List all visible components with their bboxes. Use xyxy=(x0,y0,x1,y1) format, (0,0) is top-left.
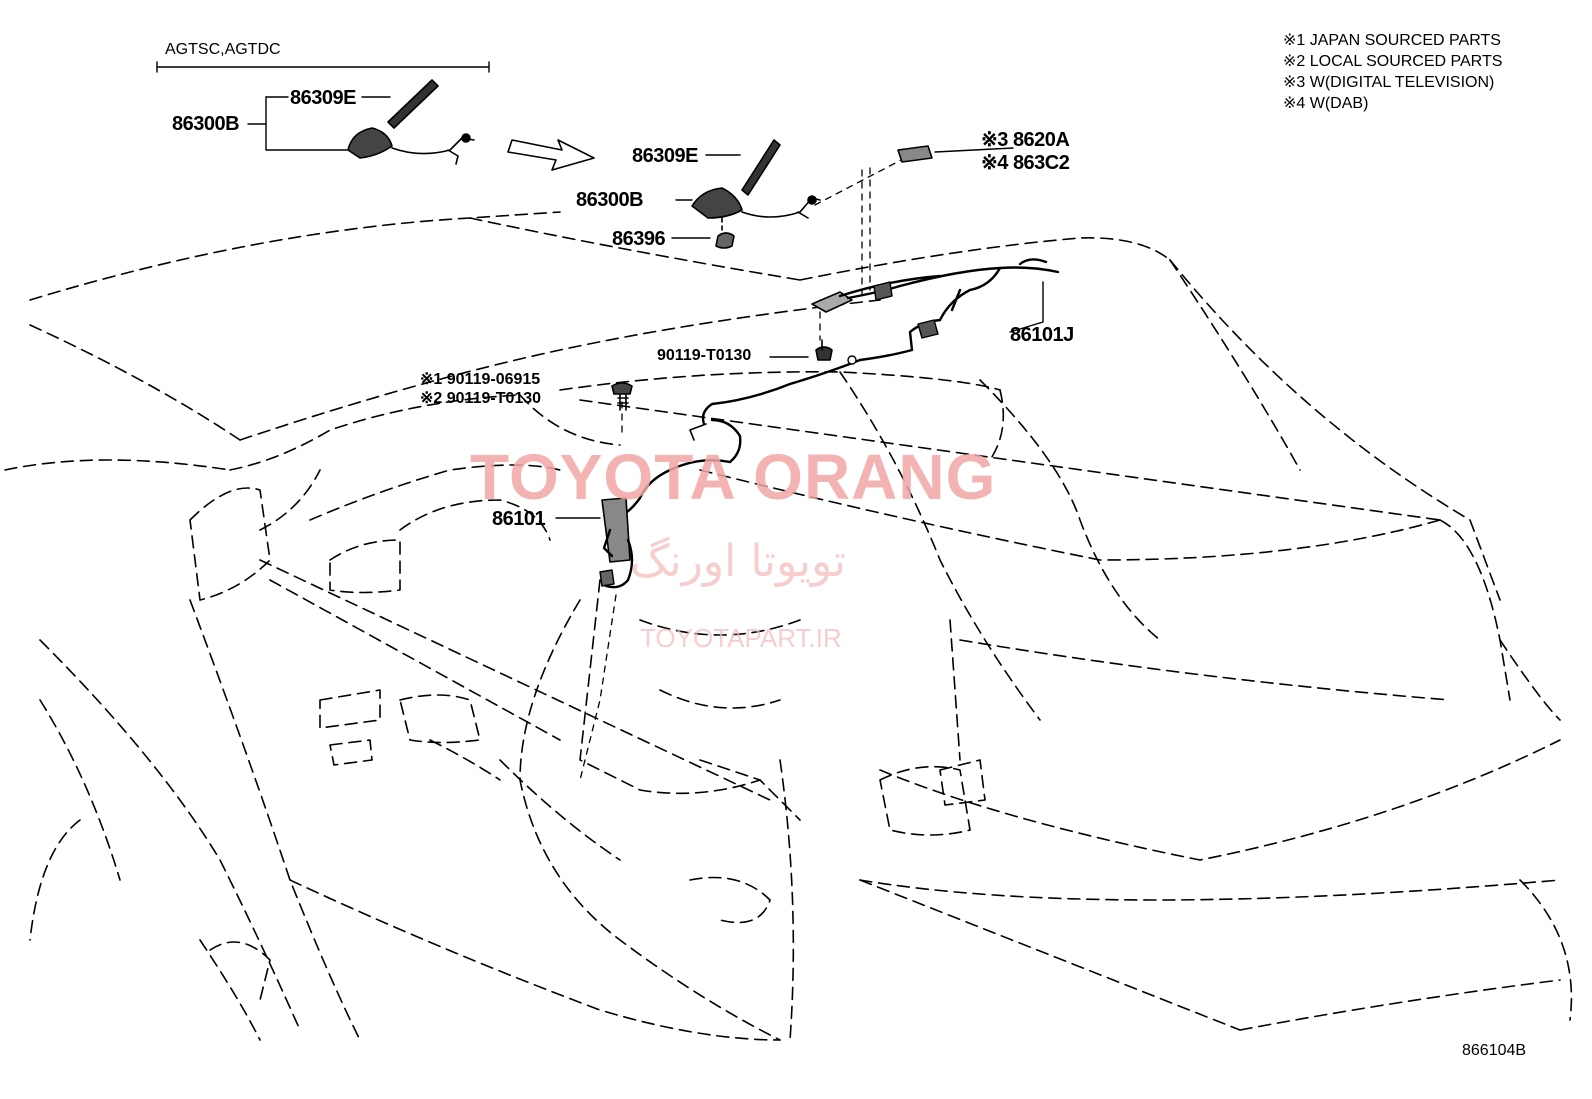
direction-arrow xyxy=(507,139,595,171)
vehicle-outline xyxy=(4,211,1573,1041)
part-label-86309e-top[interactable]: 86309E xyxy=(290,87,356,109)
part-label-8620a[interactable]: ※3 8620A xyxy=(981,129,1070,151)
variant-label: AGTSC,AGTDC xyxy=(165,41,281,58)
part-label-90119-t0130[interactable]: 90119-T0130 xyxy=(657,347,752,364)
part-label-863c2[interactable]: ※4 863C2 xyxy=(981,152,1070,174)
screw-90119-t0130 xyxy=(815,339,833,361)
leader-dashes xyxy=(579,157,906,781)
part-label-86300b[interactable]: 86300B xyxy=(576,189,644,211)
watermark-site: TOYOTAPART.IR xyxy=(640,623,842,653)
note-2: ※2 LOCAL SOURCED PARTS xyxy=(1283,53,1503,70)
part-label-86396[interactable]: 86396 xyxy=(612,228,666,250)
leader-lines xyxy=(156,61,1044,519)
figure-code: 866104B xyxy=(1462,1042,1527,1059)
part-label-86309e[interactable]: 86309E xyxy=(632,145,698,167)
part-label-86101[interactable]: 86101 xyxy=(492,508,546,530)
pillar-harness xyxy=(599,459,732,589)
connector-8620a xyxy=(897,145,933,163)
watermark-brand-fa: تویوتا اورنگ xyxy=(630,536,846,587)
note-1: ※1 JAPAN SOURCED PARTS xyxy=(1283,32,1501,49)
screw-90119-06915 xyxy=(611,382,633,411)
part-label-86101j[interactable]: 86101J xyxy=(1010,324,1074,346)
note-3: ※3 W(DIGITAL TELEVISION) xyxy=(1283,74,1495,91)
part-label-90119-06915[interactable]: ※1 90119-06915 xyxy=(420,371,541,388)
part-label-90119-t0130-local[interactable]: ※2 90119-T0130 xyxy=(420,390,542,407)
antenna-assembly-main xyxy=(691,139,821,249)
notes-legend: ※1 JAPAN SOURCED PARTS ※2 LOCAL SOURCED … xyxy=(1283,33,1502,112)
antenna-assembly-top xyxy=(347,79,475,165)
part-label-86300b-top[interactable]: 86300B xyxy=(172,113,240,135)
roof-harness xyxy=(689,258,1060,464)
note-4: ※4 W(DAB) xyxy=(1283,95,1369,112)
watermark-brand: TOYOTA ORANG xyxy=(470,441,997,513)
